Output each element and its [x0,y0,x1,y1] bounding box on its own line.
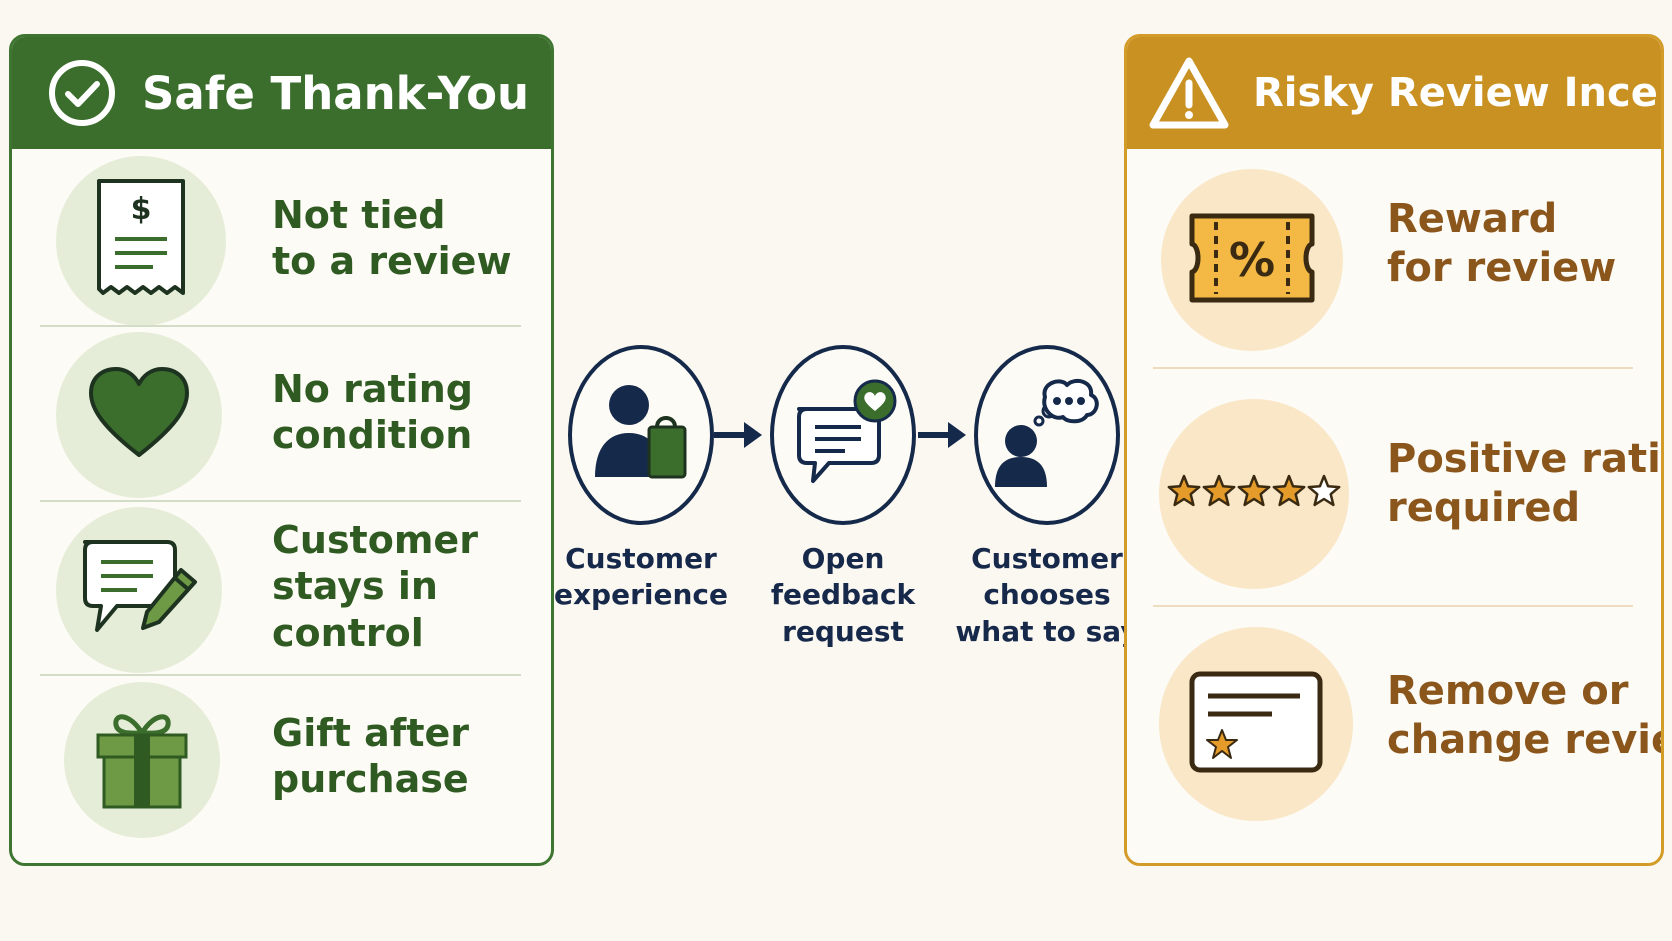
flow-step-label: Open feedback request [770,542,916,648]
svg-text:%: % [1229,233,1275,287]
safe-item-icon-disc [64,682,220,838]
customer-shopping-bag-icon [591,381,691,489]
risky-item-reward: % Reward for review [1127,169,1661,355]
filled-star-icon [1167,474,1201,507]
feedback-message-icon [789,379,897,491]
divider [40,500,521,502]
flow-step-circle [770,345,916,525]
svg-text:$: $ [131,192,152,227]
flow-step-label: Customer chooses what to say [955,542,1139,648]
safe-item-label: Customer stays in control [272,518,478,655]
flow-arrow-icon [918,418,968,456]
risky-panel-header: Risky Review Incentive [1127,37,1661,149]
safe-item-icon-disc [56,507,222,673]
risky-item-label: Positive rating required [1387,436,1661,531]
check-circle-icon [48,59,116,127]
divider [40,674,521,676]
flow-step-circle [974,345,1120,525]
divider [1153,605,1633,607]
risky-item-remove-change: Remove or change review [1127,627,1661,821]
safe-item-not-tied: $ Not tied to a review [12,152,551,326]
safe-item-label: Gift after purchase [272,711,469,802]
risky-item-label: Remove or change review [1387,668,1661,763]
filled-star-icon [1237,474,1271,507]
flow-step-label: Customer experience [553,542,728,612]
safe-item-label: No rating condition [272,367,473,458]
coupon-percent-icon: % [1182,210,1322,310]
customer-thought-icon [993,377,1101,493]
risky-item-label: Reward for review [1387,196,1617,291]
flow-step-circle [568,345,714,525]
divider [1153,367,1633,369]
risky-item-positive-rating: Positive rating required [1127,399,1661,589]
safe-item-no-rating: No rating condition [12,332,551,498]
safe-item-icon-disc: $ [56,156,226,326]
risky-review-incentive-panel: Risky Review Incentive % Reward for revi… [1124,34,1664,866]
safe-item-label: Not tied to a review [272,193,512,284]
warning-triangle-icon [1147,55,1231,131]
flow-arrow-icon [714,418,764,456]
safe-item-gift: Gift after purchase [12,682,551,842]
risky-item-icon-disc [1159,627,1353,821]
empty-star-icon [1307,474,1341,507]
risky-item-icon-disc: % [1161,169,1343,351]
divider [40,325,521,327]
star-rating-icon [1166,472,1342,516]
review-card-icon [1186,668,1326,780]
gift-icon [90,705,194,815]
safe-item-icon-disc [56,332,222,498]
filled-star-icon [1272,474,1306,507]
safe-thank-you-panel: Safe Thank-You $ Not tied to a review [9,34,554,866]
filled-star-icon [1202,474,1236,507]
risky-panel-title: Risky Review Incentive [1253,70,1661,116]
risky-item-icon-disc [1159,399,1349,589]
heart-icon [87,365,191,465]
receipt-icon: $ [93,177,189,305]
safe-item-customer-control: Customer stays in control [12,507,551,673]
safe-panel-header: Safe Thank-You [12,37,551,149]
safe-panel-title: Safe Thank-You [142,66,530,120]
speech-pencil-icon [77,534,201,646]
